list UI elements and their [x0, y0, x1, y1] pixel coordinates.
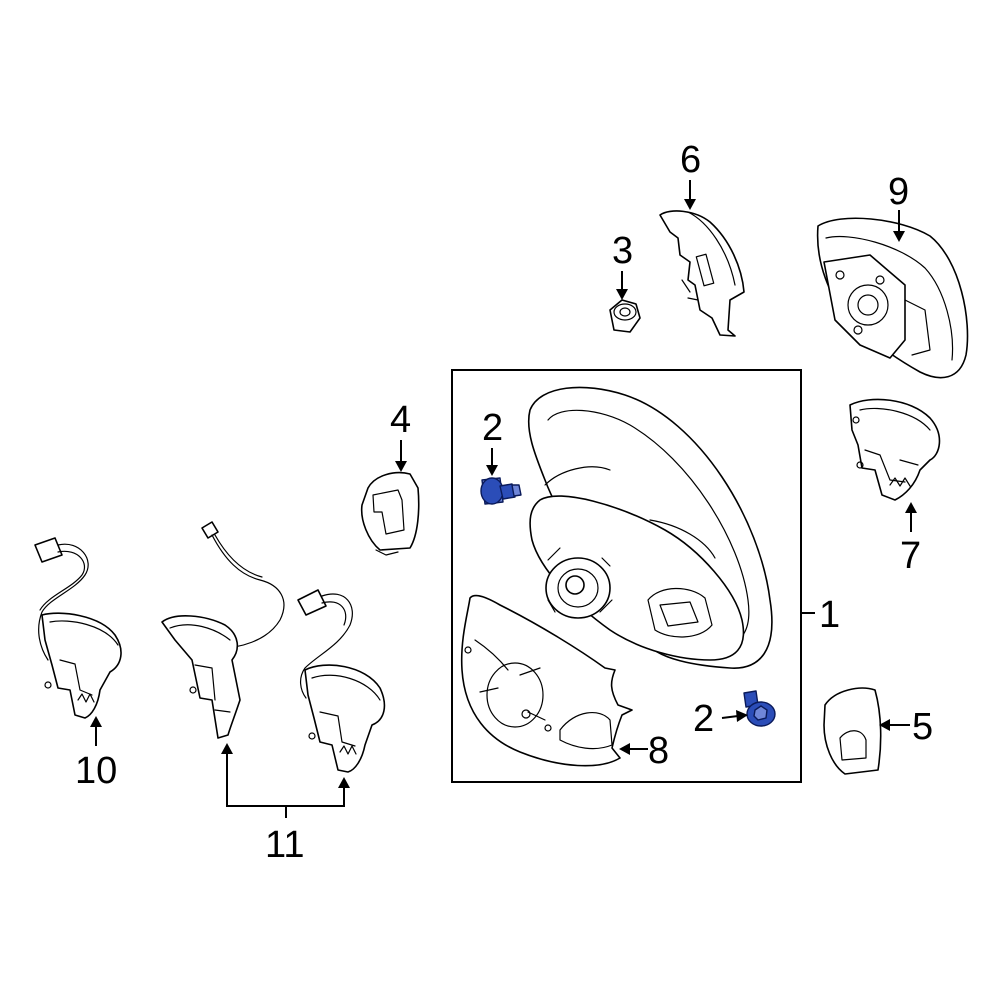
arrow-8: [619, 743, 630, 755]
trim-cover-upper[interactable]: [659, 210, 745, 337]
steering-wheel[interactable]: [527, 386, 773, 669]
callout-1: 1: [819, 594, 840, 636]
bolt-lower[interactable]: [743, 690, 776, 727]
switch-assembly-right[interactable]: [849, 398, 941, 501]
nut[interactable]: [609, 299, 641, 333]
callout-4: 4: [390, 399, 411, 441]
arrow-7: [905, 502, 917, 513]
leader-11-bracket: [226, 752, 345, 807]
assembly-group-box: [451, 369, 802, 783]
callout-labels: 1 2 2 3 4 5 6 7 8 9 10 11: [75, 139, 933, 866]
bolt-upper[interactable]: [480, 477, 522, 505]
arrow-11-right: [338, 777, 350, 788]
airbag-module[interactable]: [816, 217, 969, 379]
callout-2-upper: 2: [482, 407, 503, 449]
arrow-4: [395, 461, 407, 472]
switch-assembly-11-right[interactable]: [297, 589, 386, 773]
arrow-2-lower: [736, 710, 748, 722]
callout-10: 10: [75, 750, 117, 792]
arrow-3: [616, 289, 628, 300]
leader-lines: [90, 180, 917, 818]
switch-assembly-with-harness-left[interactable]: [34, 537, 122, 719]
leader-2-lower: [721, 715, 739, 719]
rear-cover[interactable]: [460, 594, 633, 767]
callout-6: 6: [680, 139, 701, 181]
callout-8: 8: [648, 730, 669, 772]
arrow-9: [893, 231, 905, 242]
arrow-2-upper: [486, 465, 498, 476]
callout-3: 3: [612, 230, 633, 272]
callout-5: 5: [912, 706, 933, 748]
arrow-5: [879, 719, 890, 731]
trim-cover-right[interactable]: [823, 687, 882, 775]
callout-11: 11: [265, 824, 304, 866]
callout-7: 7: [900, 535, 921, 577]
arrow-6: [684, 199, 696, 210]
switch-assembly-11-left[interactable]: [161, 521, 285, 739]
callout-9: 9: [888, 171, 909, 213]
callout-2-lower: 2: [693, 698, 714, 740]
arrow-10: [90, 716, 102, 727]
arrow-11-left: [221, 743, 233, 754]
trim-cover-left[interactable]: [360, 471, 420, 556]
